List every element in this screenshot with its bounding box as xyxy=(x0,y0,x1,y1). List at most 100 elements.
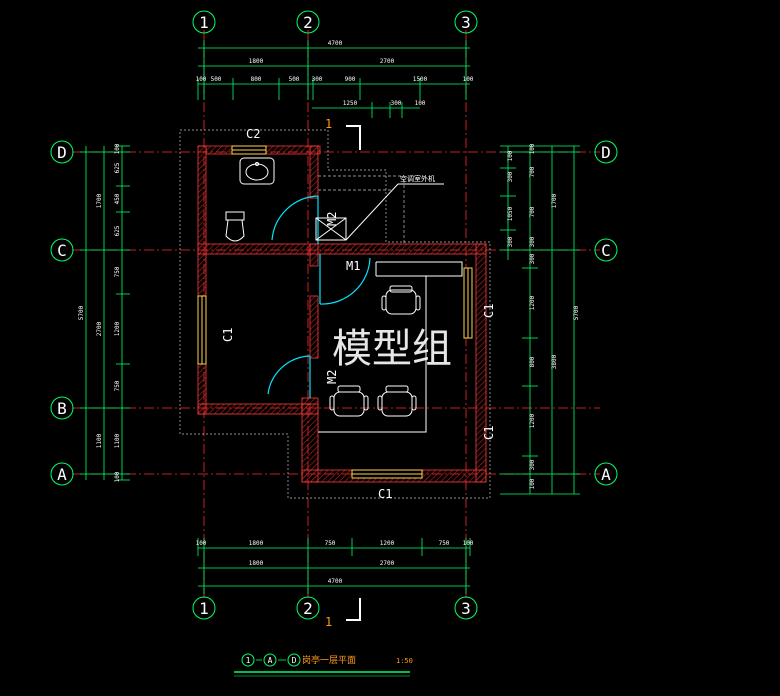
axis-lines xyxy=(72,30,600,600)
grid-label-a-right: A xyxy=(601,465,611,484)
office-chair-icon-2 xyxy=(329,385,369,417)
grid-bubble-a-right xyxy=(594,462,618,486)
grid-label-2-bottom: 2 xyxy=(303,599,313,618)
wall-east xyxy=(475,243,487,483)
dim-top-window-2: 300 xyxy=(391,100,402,107)
dim-top-detail-8: 100 xyxy=(463,76,474,83)
drawing-title: 岗亭一层平面 xyxy=(302,654,356,666)
dim-right-detail-6: 1200 xyxy=(529,295,536,310)
grid-label-c-left: C xyxy=(57,241,67,260)
dim-bottom-overall: 4700 xyxy=(328,578,343,585)
section-mark-bottom: 1 xyxy=(325,615,332,629)
dim-right-window-2: 300 xyxy=(507,171,514,182)
label-m2-top: M2 xyxy=(325,212,339,226)
dim-bottom-span-2-3: 2700 xyxy=(380,560,395,567)
title-block: 1 A D 岗亭一层平面 1:50 xyxy=(234,653,413,677)
dim-top-detail-7: 1500 xyxy=(413,76,428,83)
grid-bubble-3-bottom xyxy=(454,596,478,620)
dim-bottom-detail-2: 1800 xyxy=(249,540,264,547)
label-m1: M1 xyxy=(346,259,360,273)
grid-label-c-right: C xyxy=(601,241,611,260)
toilet-icon xyxy=(225,211,245,242)
watermark-text: 模型组 xyxy=(332,326,452,372)
door-m2-bottom-swing xyxy=(267,355,311,395)
dim-left-detail-3: 450 xyxy=(114,193,121,204)
label-ac-note: 空调室外机 xyxy=(400,174,435,183)
doors xyxy=(267,195,371,398)
dim-bottom-detail-5: 750 xyxy=(439,540,450,547)
dim-right-detail-9: 300 xyxy=(529,459,536,470)
dim-top-window-3: 100 xyxy=(415,100,426,107)
title-circle-1-icon xyxy=(241,653,255,667)
label-c1-left: C1 xyxy=(221,328,235,342)
grid-label-3-bottom: 3 xyxy=(461,599,471,618)
windows xyxy=(197,145,473,479)
label-m2-bottom: M2 xyxy=(325,370,339,384)
wall-mid-vertical xyxy=(309,295,319,359)
dim-bottom-detail-1: 100 xyxy=(196,540,207,547)
dim-right-span-2: 3800 xyxy=(551,354,558,369)
title-circle-a-icon xyxy=(263,653,277,667)
desk-l-shaped xyxy=(318,261,463,433)
dim-top-span-1-2: 1800 xyxy=(249,58,264,65)
wall-west xyxy=(197,145,207,415)
dim-top-detail-4: 500 xyxy=(289,76,300,83)
label-c1-right-top: C1 xyxy=(482,304,496,318)
dim-top-overall: 4700 xyxy=(328,40,343,47)
dim-right-detail-10: 100 xyxy=(529,478,536,489)
dim-top-detail-3: 800 xyxy=(251,76,262,83)
label-c1-right-bottom: C1 xyxy=(482,426,496,440)
grid-bubble-2-top xyxy=(296,10,320,34)
section-marks xyxy=(346,125,361,621)
grid-label-d-right: D xyxy=(601,143,611,162)
dim-right-window-1: 100 xyxy=(507,150,514,161)
dim-top-detail-2: 500 xyxy=(211,76,222,83)
grid-bubble-d-right xyxy=(594,140,618,164)
dim-right-detail-3: 1050 xyxy=(507,206,514,221)
ac-unit-outline xyxy=(318,175,405,244)
title-circle-d-icon xyxy=(287,653,301,667)
dim-bottom-detail-6: 100 xyxy=(463,540,474,547)
dim-bottom-detail-4: 1200 xyxy=(380,540,395,547)
section-mark-top: 1 xyxy=(325,117,332,131)
dimension-text-bottom: 100 1800 750 1200 750 100 1800 2700 4700 xyxy=(196,540,474,585)
dim-right-detail-1: 100 xyxy=(529,143,536,154)
dim-left-detail-2: 625 xyxy=(114,162,121,173)
grid-label-1-bottom: 1 xyxy=(199,599,209,618)
grid-bubble-1-top xyxy=(192,10,216,34)
grid-label-a-left: A xyxy=(57,465,67,484)
dim-right-detail-8: 1200 xyxy=(529,413,536,428)
ac-unit-icon xyxy=(315,217,347,241)
grid-bubble-d-left xyxy=(50,140,74,164)
dim-right-detail-7: 800 xyxy=(529,356,536,367)
dim-right-span-1: 1700 xyxy=(551,193,558,208)
grid-label-b-left: B xyxy=(57,399,67,418)
ac-leader-line xyxy=(345,183,399,241)
opening-labels: C2 C1 C1 C1 C1 M1 M2 M2 空调室外机 xyxy=(221,127,496,501)
dim-top-window-1: 1250 xyxy=(343,100,358,107)
dim-left-overall: 5700 xyxy=(78,305,85,320)
dim-left-detail-6: 1200 xyxy=(114,321,121,336)
dim-left-span-1: 1700 xyxy=(96,193,103,208)
grid-bubble-a-left xyxy=(50,462,74,486)
title-circle-1: 1 xyxy=(246,656,251,665)
dim-top-span-2-3: 2700 xyxy=(380,58,395,65)
dim-left-span-2: 2700 xyxy=(96,321,103,336)
label-c2: C2 xyxy=(246,127,260,141)
wall-wc-east xyxy=(309,145,319,199)
dim-left-detail-7: 750 xyxy=(114,380,121,391)
office-chair-icon-3 xyxy=(377,385,417,417)
wall-b-line xyxy=(197,403,311,415)
section-mark-labels: 1 1 xyxy=(325,117,332,629)
dim-bottom-span-1-2: 1800 xyxy=(249,560,264,567)
dimension-text-top: 4700 1800 2700 100 500 800 500 300 900 1… xyxy=(196,40,474,107)
door-m1-swing xyxy=(319,257,371,305)
grid-label-d-left: D xyxy=(57,143,67,162)
wall-c-line-left xyxy=(197,243,311,255)
dim-top-detail-1: 100 xyxy=(196,76,207,83)
dim-left-detail-9: 100 xyxy=(114,471,121,482)
dim-right-window-5: 300 xyxy=(529,236,536,247)
title-circle-d: D xyxy=(292,656,297,665)
washbasin-icon xyxy=(239,157,275,185)
furniture xyxy=(225,157,463,433)
